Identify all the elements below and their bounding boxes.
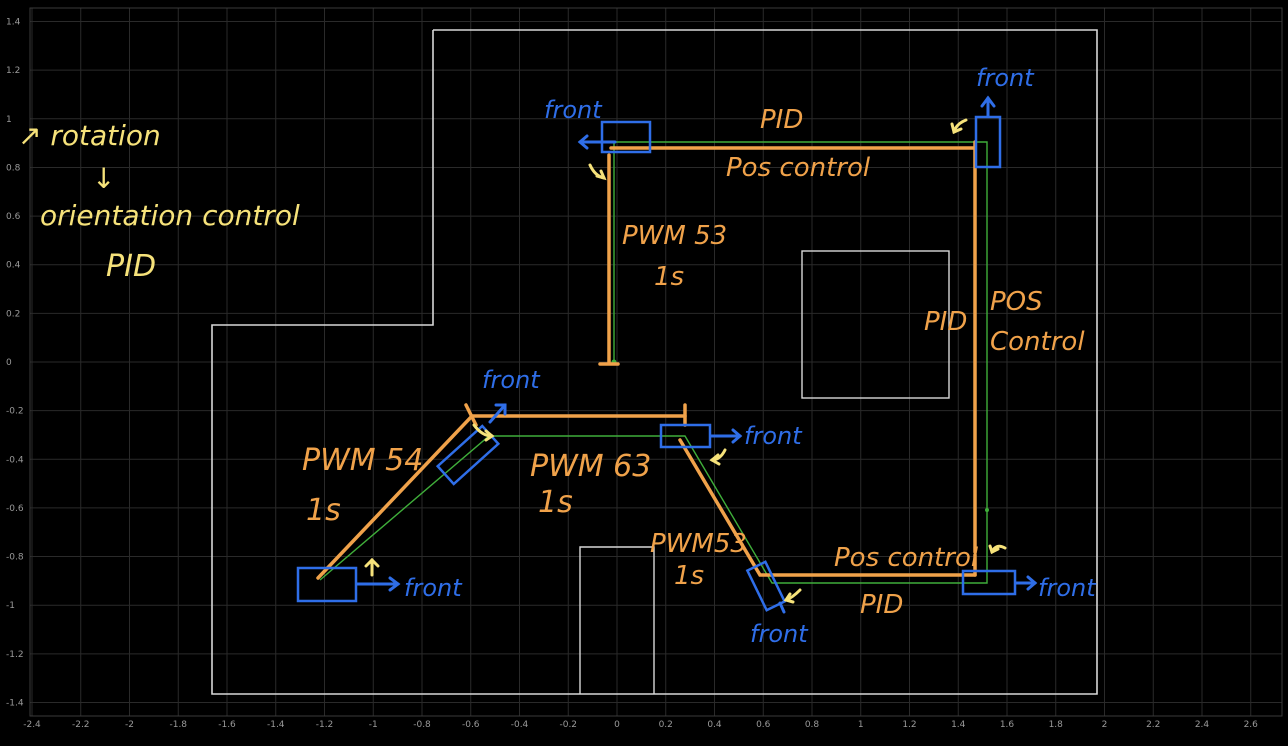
arrow-down-note: ↓ [92,162,115,195]
x-tick-labels: -2.4 -2.2 -2 -1.8 -1.6 -1.4 -1.2 -1 -0.8 -0.6 -0.4… [23,720,1258,730]
pwm63-time-label: 1s [538,485,573,520]
x-tick-label: 2.6 [1244,720,1259,730]
pid-top-label: PID [760,105,803,135]
robot-box-start [296,566,358,603]
y-tick-label: 0.6 [6,212,21,222]
front-middle-label: front [744,422,803,450]
x-tick-label: 0.2 [659,720,673,730]
x-tick-label: -2 [125,720,134,730]
pos-control-bottom-label: Pos control [834,543,979,573]
robot-box-diag-bottom [745,560,787,612]
x-tick-label: 1.8 [1049,720,1064,730]
grid [30,8,1282,716]
y-tick-label: -1.4 [6,698,24,708]
rotation-arrows [364,118,1007,604]
x-tick-label: 1.4 [951,720,966,730]
x-tick-label: -2.2 [72,720,90,730]
y-tick-label: -0.4 [6,455,24,465]
orientation-control-note: orientation control [40,199,300,232]
y-tick-label: -1.2 [6,650,24,660]
pos-right-label: POS [990,287,1043,317]
x-tick-label: -0.6 [462,720,480,730]
pwm53-bottom-time-label: 1s [674,561,704,591]
x-tick-label: -1.2 [316,720,334,730]
x-tick-label: 1.2 [902,720,916,730]
y-tick-label: -0.8 [6,553,24,563]
center-obstacle [801,250,950,399]
y-tick-label: 1 [6,115,12,125]
rotation-note: ↗ rotation [18,119,161,152]
x-tick-label: 0.4 [707,720,722,730]
x-tick-label: -0.8 [413,720,431,730]
y-tick-label: 0.4 [6,261,21,271]
pwm53-top-time-label: 1s [654,262,684,292]
x-tick-label: -1.8 [169,720,187,730]
green-trajectory [319,141,988,584]
x-tick-label: -0.2 [559,720,577,730]
y-tick-label: 0.2 [6,309,20,319]
arena-inner-notch [579,546,655,694]
trajectory-mid-point [985,508,989,512]
x-tick-label: 0.6 [756,720,771,730]
x-tick-label: 0 [614,720,620,730]
y-tick-label: -0.2 [6,407,24,417]
robot-box-top-left [600,120,652,154]
x-tick-label: -2.4 [23,720,41,730]
pid-right-label: PID [924,307,967,337]
arena-outer-wall [211,29,1098,695]
front-bottom-right-label: front [1038,574,1097,602]
pid-bottom-label: PID [860,590,903,620]
y-tick-label: 1.2 [6,66,20,76]
x-tick-label: 2.4 [1195,720,1210,730]
y-tick-label: -0.6 [6,504,24,514]
pwm63-label: PWM 63 [530,449,651,484]
x-tick-label: -1.4 [267,720,285,730]
x-tick-label: 1.6 [1000,720,1015,730]
x-tick-label: 1 [858,720,864,730]
y-tick-labels: 1.4 1.2 1 0.8 0.6 0.4 0.2 0 -0.2 -0.4 -0.6 -0.8 -1 -1… [6,18,24,709]
front-middle-left-label: front [482,366,541,394]
x-tick-label: -1 [369,720,378,730]
x-tick-label: -0.4 [511,720,529,730]
y-tick-label: 0 [6,358,12,368]
control-right-label: Control [990,327,1085,357]
x-tick-label: -1.6 [218,720,236,730]
y-tick-label: -1 [6,601,15,611]
x-tick-label: 2.2 [1146,720,1160,730]
front-start-label: front [404,574,463,602]
pos-control-top-label: Pos control [726,153,871,183]
y-tick-label: 1.4 [6,18,21,28]
plot-frame [29,7,1283,717]
orange-annotation-path [316,140,977,580]
pwm54-label: PWM 54 [302,443,423,478]
pid-left-note: PID [106,249,156,284]
x-tick-label: 0.8 [805,720,820,730]
x-tick-label: 2 [1102,720,1108,730]
pwm54-time-label: 1s [306,493,341,528]
y-tick-label: 0.8 [6,163,21,173]
front-bottom-label: front [750,620,809,648]
front-top-right-label: front [976,64,1035,92]
pwm53-bottom-label: PWM53 [650,529,747,559]
pwm53-top-label: PWM 53 [622,221,727,251]
front-top-left-label: front [544,96,603,124]
front-arrows [355,95,1038,614]
